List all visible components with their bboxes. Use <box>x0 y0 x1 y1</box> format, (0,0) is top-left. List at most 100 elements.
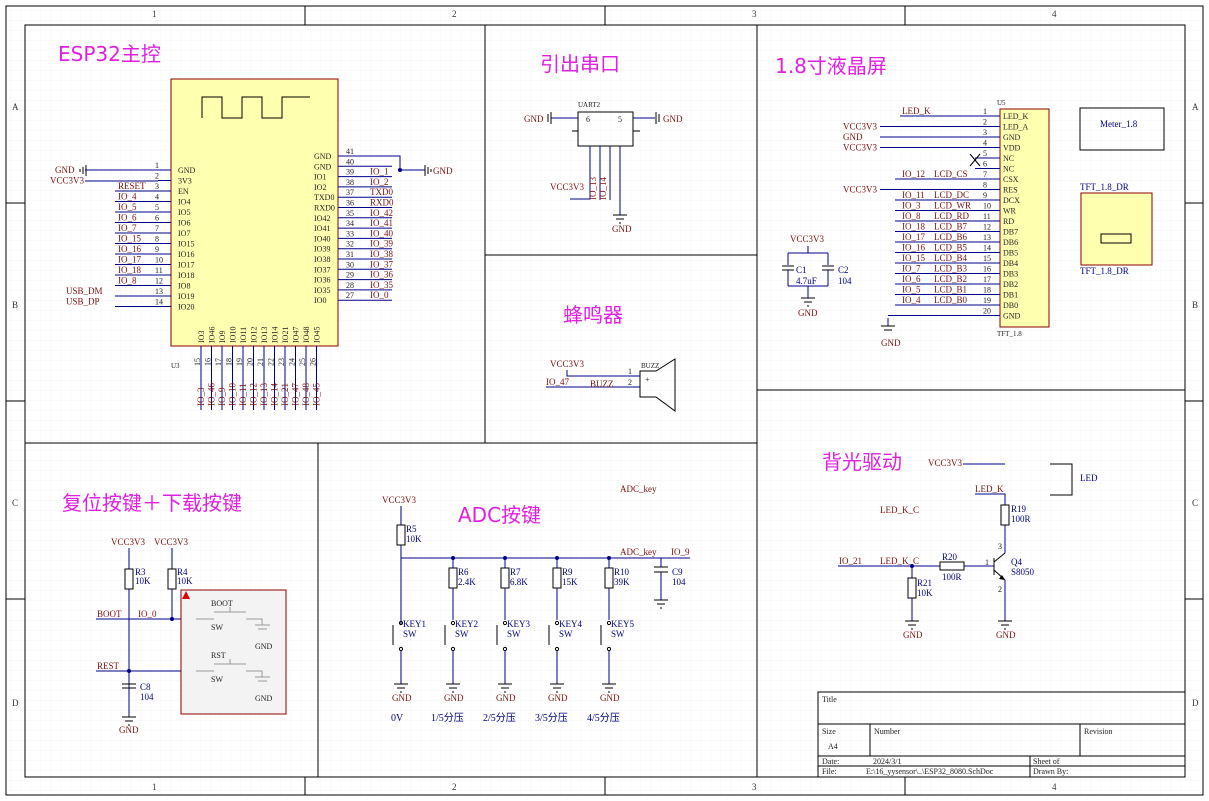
esp32-bottom-net: IO_13 <box>259 383 269 406</box>
key-contact-bottom <box>606 646 612 652</box>
key-contact-bottom <box>554 646 560 652</box>
sw-boot-type: SW <box>211 623 223 632</box>
lcd-pin-num: 16 <box>983 265 991 274</box>
esp32-bottom-pin-name: IO48 <box>302 327 311 343</box>
esp32-left-pin-name: IO19 <box>178 292 194 301</box>
esp32-right-pin-name: RXD0 <box>314 204 335 213</box>
uart-vcc: VCC3V3 <box>550 182 585 192</box>
esp32-module: U3 1GNDGND23V3VCC3V33ENRESET4IO4IO_45IO5… <box>50 78 453 410</box>
adc-key-ref: KEY5 <box>611 619 634 629</box>
c8-gnd: GND <box>119 725 139 735</box>
esp32-left-pin-name: IO7 <box>178 229 190 238</box>
uart-gnd-left: GND <box>524 114 544 124</box>
esp32-body <box>170 78 339 347</box>
uart-gnd-bottom: GND <box>612 224 632 234</box>
esp32-left-net: IO_6 <box>118 213 137 223</box>
tb-date: Date: <box>822 757 839 766</box>
esp32-right-pin-num: 41 <box>346 147 354 156</box>
tb-size-value: A4 <box>828 742 838 751</box>
esp32-left-net: VCC3V3 <box>50 176 85 186</box>
buzzer-plus: + <box>645 375 650 384</box>
esp32-right-pin-num: 28 <box>346 281 354 290</box>
key-contact-top <box>606 620 612 626</box>
esp32-right-pin-name: IO2 <box>314 183 326 192</box>
esp32-right-pin-num: 31 <box>346 250 354 259</box>
esp32-right-net: IO_36 <box>370 270 393 280</box>
c8-value: 104 <box>140 692 154 702</box>
lcd-net: LCD_B3 <box>934 264 968 274</box>
lcd-pin-name: DB3 <box>1003 270 1018 279</box>
lcd-ref: U5 <box>997 99 1006 107</box>
esp32-left-net: IO_17 <box>118 255 141 265</box>
adc-net-top: ADC_key <box>620 484 657 494</box>
adc-res-ref: R6 <box>458 567 469 577</box>
esp32-right-pin-name: IO1 <box>314 173 326 182</box>
lcd-pin-name: RD <box>1003 217 1014 226</box>
q4-value: S8050 <box>1011 567 1035 577</box>
zone-col-3: 3 <box>752 9 757 19</box>
lcd-io-net: IO_3 <box>902 201 921 211</box>
esp32-right-net: IO_1 <box>370 167 389 177</box>
zone-row-c: C <box>12 498 18 508</box>
esp32-left-pin-name: EN <box>178 187 189 196</box>
esp32-left-net: RESET <box>118 181 146 191</box>
lcd-io-net: IO_11 <box>902 190 925 200</box>
esp32-left-pin-num: 14 <box>155 298 163 307</box>
lcd-pin-name: DB1 <box>1003 291 1018 300</box>
uart-body <box>577 111 634 147</box>
adc-io: IO_9 <box>671 547 690 557</box>
esp32-right-pin-num: 36 <box>346 199 354 208</box>
key-contact-top <box>554 620 560 626</box>
key-contact-top <box>502 620 508 626</box>
esp32-left-pin-num: 6 <box>155 214 159 223</box>
lcd-pin-name: RES <box>1003 186 1018 195</box>
adc-key-ref: KEY4 <box>559 619 582 629</box>
bl-led: LED <box>1080 473 1098 483</box>
r5-value: 10K <box>406 534 422 544</box>
esp32-bottom-pin-name: IO3 <box>197 331 206 343</box>
lcd-pin-name: CSX <box>1003 175 1019 184</box>
esp32-left-pin-name: IO15 <box>178 240 194 249</box>
q4-ref: Q4 <box>1011 557 1022 567</box>
adc-level-label: 1/5分压 <box>431 712 464 724</box>
lcd-pin-num: 10 <box>983 202 991 211</box>
esp32-bottom-pin-name: IO46 <box>208 327 217 343</box>
section-title-reset: 复位按键＋下载按键 <box>62 491 242 515</box>
adc-key-gnd: GND <box>548 693 568 703</box>
esp32-left-pin-num: 10 <box>155 256 163 265</box>
adc-res-ref: R10 <box>614 567 630 577</box>
q4-pin2: 2 <box>998 585 1002 594</box>
esp32-right-pin-name: IO37 <box>314 265 330 274</box>
adc-key-type: SW <box>403 629 417 639</box>
lcd-net: LCD_B0 <box>934 295 968 305</box>
esp32-left-net: IO_16 <box>118 244 141 254</box>
esp32-right-pin-num: 34 <box>346 219 354 228</box>
lcd-pin-num: 19 <box>983 296 991 305</box>
zone-row-c-right: C <box>1192 498 1198 508</box>
adc-key-gnd: GND <box>496 693 516 703</box>
c2-value: 104 <box>838 276 852 286</box>
esp32-left-net: USB_DP <box>66 297 100 307</box>
esp32-bottom-pin-num: 20 <box>246 358 255 366</box>
lcd-net: LED_K <box>902 106 931 116</box>
esp32-right-net: IO_35 <box>370 280 393 290</box>
esp32-right-pin-name: IO0 <box>314 296 326 305</box>
tb-revision: Revision <box>1084 727 1112 736</box>
lcd-net: LCD_B4 <box>934 253 968 263</box>
tb-drawn-by: Drawn By: <box>1033 767 1068 776</box>
esp32-left-net: IO_7 <box>118 223 137 233</box>
lcd-net: LCD_DC <box>934 190 969 200</box>
esp32-left-pin-num: 12 <box>155 277 163 286</box>
esp32-left-pin-name: IO4 <box>178 198 190 207</box>
esp32-left-net: USB_DM <box>66 286 103 296</box>
esp32-left-pin-name: IO16 <box>178 250 194 259</box>
uart-gnd-right: GND <box>663 114 683 124</box>
r20-ref: R20 <box>942 552 958 562</box>
esp32-left-net: IO_15 <box>118 234 141 244</box>
tb-number: Number <box>874 727 901 736</box>
tb-title: Title <box>822 695 837 704</box>
lcd-io-net: IO_5 <box>902 285 921 295</box>
adc-level-label: 4/5分压 <box>587 712 620 724</box>
zone-col-3-bottom: 3 <box>752 782 757 792</box>
lcd-pin-name: VDD <box>1003 144 1021 153</box>
